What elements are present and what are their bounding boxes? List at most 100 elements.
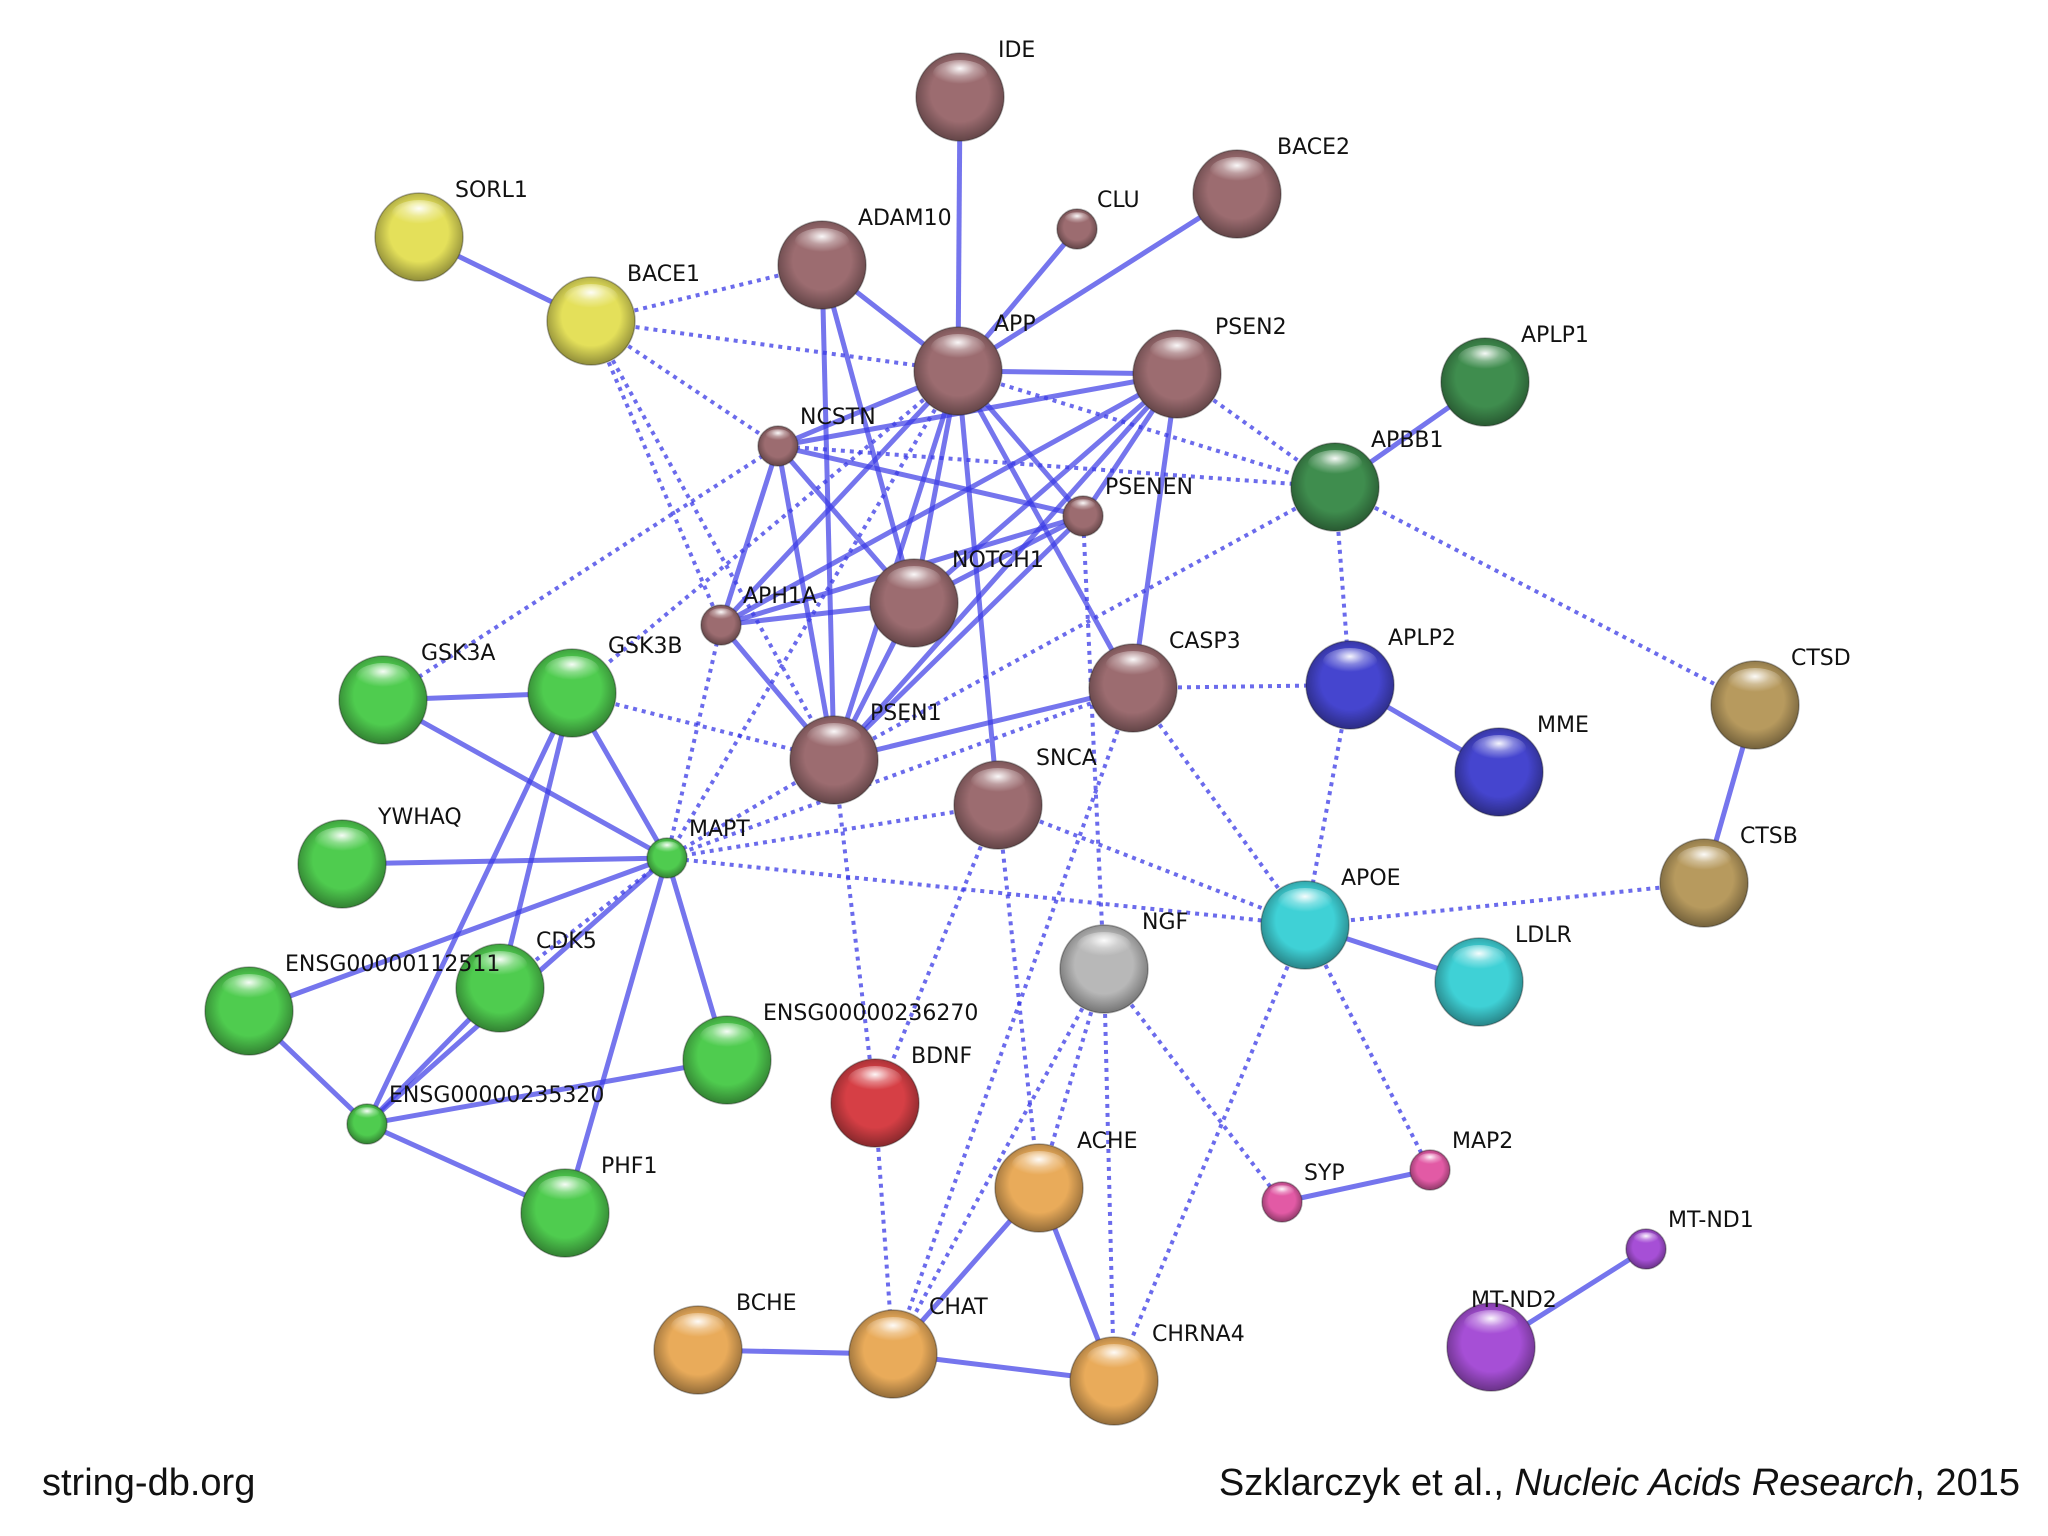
node-highlight <box>1070 499 1096 512</box>
node-ywhaq[interactable]: YWHAQ <box>297 805 462 909</box>
node-syp[interactable]: SYP <box>1261 1161 1345 1223</box>
node-highlight <box>1457 345 1513 374</box>
node-bace2[interactable]: BACE2 <box>1192 135 1350 239</box>
edge-ide-app <box>955 96 963 372</box>
node-psen2[interactable]: PSEN2 <box>1132 315 1287 419</box>
edge-ngf-syp <box>1102 967 1284 1204</box>
node-ensg00000236270[interactable]: ENSG00000236270 <box>682 1001 978 1105</box>
node-ensg00000112511[interactable]: ENSG00000112511 <box>204 952 500 1056</box>
node-highlight <box>563 284 619 313</box>
node-label: APH1A <box>743 584 817 609</box>
node-bdnf[interactable]: BDNF <box>830 1044 972 1148</box>
edge-mapt-ensg00000112511 <box>248 855 668 1014</box>
edge-psenen-ngf <box>1081 515 1106 970</box>
node-chrna4[interactable]: CHRNA4 <box>1069 1322 1245 1426</box>
node-highlight <box>1086 1344 1142 1373</box>
edge-ncstn-apbb1 <box>777 444 1336 489</box>
node-mme[interactable]: MME <box>1454 713 1589 817</box>
node-label: APOE <box>1341 866 1401 891</box>
node-label: SYP <box>1304 1161 1345 1186</box>
node-ctsb[interactable]: CTSB <box>1659 824 1798 928</box>
node-label: CTSB <box>1740 824 1798 849</box>
node-highlight <box>1727 668 1783 697</box>
node-ldlr[interactable]: LDLR <box>1434 923 1572 1027</box>
node-ensg00000235320[interactable]: ENSG00000235320 <box>346 1083 604 1145</box>
node-label: GSK3B <box>608 634 683 659</box>
node-gsk3a[interactable]: GSK3A <box>338 641 496 745</box>
node-ctsd[interactable]: CTSD <box>1710 646 1851 750</box>
node-label: SNCA <box>1036 746 1097 771</box>
edge-apoe-map2 <box>1303 924 1432 1171</box>
node-highlight <box>544 656 600 685</box>
edge-gsk3b-cdk5 <box>497 692 575 989</box>
node-highlight <box>1633 1232 1659 1245</box>
node-highlight <box>472 951 528 980</box>
node-ache[interactable]: ACHE <box>994 1129 1137 1233</box>
node-bace1[interactable]: BACE1 <box>546 262 700 366</box>
edge-ensg00000236270-ensg00000235320 <box>366 1057 728 1127</box>
node-psen1[interactable]: PSEN1 <box>789 701 942 805</box>
citation-journal: Nucleic Acids Research <box>1514 1462 1915 1504</box>
node-label: MT-ND1 <box>1668 1208 1754 1233</box>
edge-psen2-aph1a <box>719 371 1179 628</box>
node-label: PSEN1 <box>870 701 942 726</box>
node-label: CHAT <box>929 1295 988 1320</box>
node-label: MME <box>1537 713 1589 738</box>
node-mt-nd1[interactable]: MT-ND1 <box>1625 1208 1754 1270</box>
node-highlight <box>806 723 862 752</box>
node-sorl1[interactable]: SORL1 <box>374 178 528 282</box>
edge-bace2-app <box>956 191 1239 374</box>
node-apbb1[interactable]: APBB1 <box>1290 428 1444 532</box>
node-label: CLU <box>1097 188 1140 213</box>
node-label: NOTCH1 <box>952 548 1044 573</box>
node-chat[interactable]: CHAT <box>848 1295 988 1399</box>
node-label: PSENEN <box>1105 475 1193 500</box>
node-label: IDE <box>998 38 1035 63</box>
edge-gsk3b-ensg00000235320 <box>364 691 575 1126</box>
node-notch1[interactable]: NOTCH1 <box>869 548 1044 648</box>
node-snca[interactable]: SNCA <box>953 746 1097 850</box>
node-highlight <box>1105 651 1161 680</box>
node-bche[interactable]: BCHE <box>653 1291 797 1395</box>
node-phf1[interactable]: PHF1 <box>520 1154 657 1258</box>
node-label: MAPT <box>689 817 750 842</box>
node-label: ADAM10 <box>858 206 952 231</box>
node-label: BDNF <box>911 1044 972 1069</box>
node-clu[interactable]: CLU <box>1056 188 1140 250</box>
node-gsk3b[interactable]: GSK3B <box>527 634 683 738</box>
edge-gsk3b-psen1 <box>571 691 835 762</box>
node-ide[interactable]: IDE <box>915 38 1035 142</box>
edge-psen2-notch1 <box>912 372 1179 605</box>
edge-snca-mapt <box>666 803 999 860</box>
node-aplp2[interactable]: APLP2 <box>1305 626 1456 730</box>
node-mapt[interactable]: MAPT <box>646 817 750 879</box>
node-map2[interactable]: MAP2 <box>1409 1129 1513 1191</box>
node-label: LDLR <box>1515 923 1572 948</box>
node-ncstn[interactable]: NCSTN <box>757 405 876 467</box>
node-label: CHRNA4 <box>1152 1322 1245 1347</box>
node-aph1a[interactable]: APH1A <box>700 584 817 646</box>
node-label: YWHAQ <box>377 805 462 830</box>
edge-bace1-aph1a <box>589 320 723 626</box>
edge-psenen-psen1 <box>832 514 1085 762</box>
node-casp3[interactable]: CASP3 <box>1088 629 1241 733</box>
node-cdk5[interactable]: CDK5 <box>455 929 597 1033</box>
node-psenen[interactable]: PSENEN <box>1062 475 1193 537</box>
node-mt-nd2[interactable]: MT-ND2 <box>1446 1288 1557 1392</box>
node-ngf[interactable]: NGF <box>1059 910 1188 1014</box>
node-label: NGF <box>1142 910 1188 935</box>
node-highlight <box>537 1176 593 1205</box>
node-label: APLP2 <box>1388 626 1456 651</box>
node-app[interactable]: APP <box>913 312 1036 416</box>
node-apoe[interactable]: APOE <box>1260 866 1401 970</box>
node-highlight <box>930 334 986 363</box>
node-adam10[interactable]: ADAM10 <box>777 206 952 310</box>
node-highlight <box>670 1313 726 1342</box>
node-label: SORL1 <box>455 178 528 203</box>
node-highlight <box>1471 735 1527 764</box>
edge-ncstn-gsk3a <box>381 444 780 702</box>
node-label: CTSD <box>1791 646 1851 671</box>
node-aplp1[interactable]: APLP1 <box>1440 323 1589 427</box>
